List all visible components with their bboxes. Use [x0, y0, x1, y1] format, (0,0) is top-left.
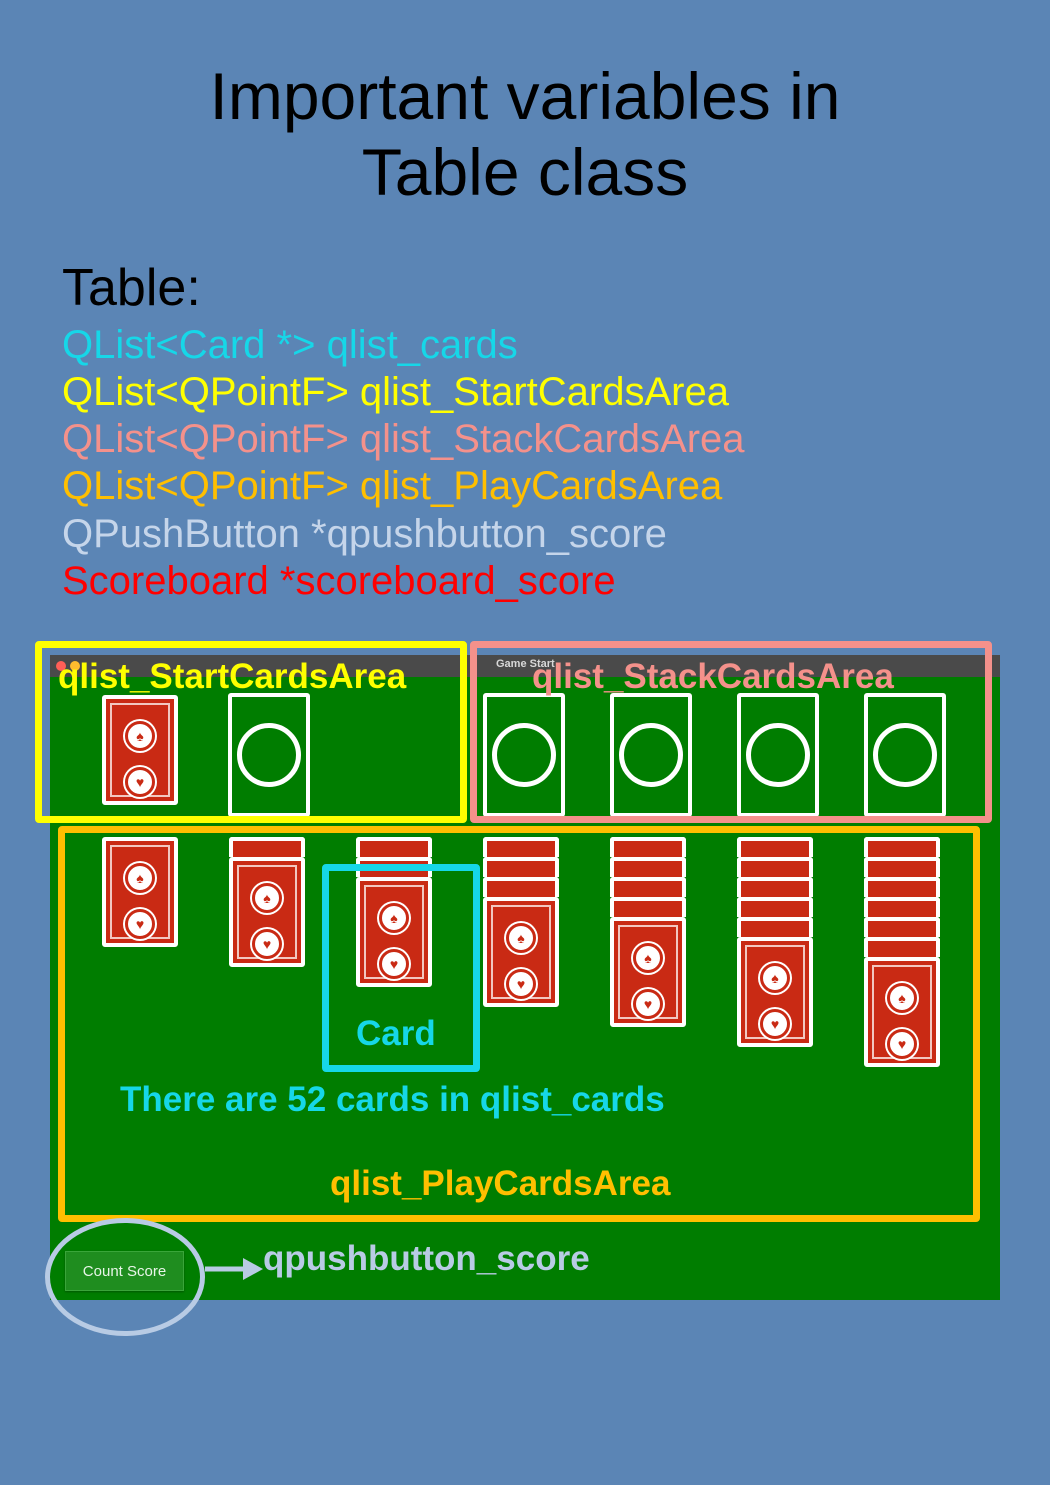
window-titlebar: Game Start — [50, 655, 1000, 677]
empty-slot-ring-icon — [237, 723, 301, 787]
waste-slot[interactable] — [228, 693, 310, 817]
spade-emblem-icon: ♠ — [506, 923, 536, 953]
hidden-card — [864, 897, 940, 917]
spade-emblem-icon: ♠ — [633, 943, 663, 973]
tableau-card[interactable]: ♠♥ — [610, 917, 686, 1027]
foundation-slot-1[interactable] — [483, 693, 565, 817]
hidden-card — [610, 877, 686, 897]
hidden-card — [864, 857, 940, 877]
hidden-card — [864, 877, 940, 897]
heart-emblem-icon: ♥ — [252, 929, 282, 959]
foundation-slot-3[interactable] — [737, 693, 819, 817]
tableau-card[interactable]: ♠♥ — [229, 857, 305, 967]
foundation-slot-2[interactable] — [610, 693, 692, 817]
empty-slot-ring-icon — [619, 723, 683, 787]
hidden-card — [737, 877, 813, 897]
hidden-card — [483, 857, 559, 877]
heart-emblem-icon: ♥ — [379, 949, 409, 979]
spade-emblem-icon: ♠ — [125, 863, 155, 893]
card-highlight — [322, 864, 480, 1072]
title-line-2: Table class — [361, 135, 689, 209]
variable-line: QList<Card *> qlist_cards — [62, 323, 518, 367]
hidden-card — [864, 917, 940, 937]
heart-emblem-icon: ♥ — [633, 989, 663, 1019]
stack-area-highlight — [470, 641, 992, 823]
spade-emblem-icon: ♠ — [125, 721, 155, 751]
foundation-slot-4[interactable] — [864, 693, 946, 817]
start-area-label: qlist_StartCardsArea — [58, 657, 407, 696]
empty-slot-ring-icon — [746, 723, 810, 787]
cards-note: There are 52 cards in qlist_cards — [120, 1080, 665, 1119]
tableau-card[interactable]: ♠♥ — [483, 897, 559, 1007]
hidden-card — [483, 877, 559, 897]
heart-emblem-icon: ♥ — [887, 1029, 917, 1059]
stack-area-label: qlist_StackCardsArea — [532, 657, 894, 696]
window-title: Game Start — [496, 658, 555, 670]
button-highlight-ellipse — [45, 1218, 205, 1336]
hidden-card — [229, 837, 305, 857]
spade-emblem-icon: ♠ — [887, 983, 917, 1013]
variable-line: QList<QPointF> qlist_StackCardsArea — [62, 417, 745, 461]
spade-emblem-icon: ♠ — [252, 883, 282, 913]
page-title: Important variables in Table class — [0, 58, 1050, 210]
minimize-light-icon[interactable] — [70, 661, 80, 671]
heart-emblem-icon: ♥ — [125, 767, 155, 797]
spade-emblem-icon: ♠ — [379, 903, 409, 933]
spade-emblem-icon: ♠ — [760, 963, 790, 993]
close-light-icon[interactable] — [56, 661, 66, 671]
hidden-card — [610, 897, 686, 917]
variable-line: Scoreboard *scoreboard_score — [62, 559, 616, 603]
hidden-card — [483, 837, 559, 857]
start-area-highlight — [35, 641, 467, 823]
game-window: Game Start ♠ ♥ ♠♥♠♥♠♥♠♥♠♥♠♥♠♥ — [50, 655, 1000, 1300]
title-line-1: Important variables in — [209, 59, 841, 133]
variable-line: QList<QPointF> qlist_PlayCardsArea — [62, 464, 723, 508]
tableau-card[interactable]: ♠♥ — [102, 837, 178, 947]
hidden-card — [737, 917, 813, 937]
hidden-card — [610, 837, 686, 857]
card-label: Card — [356, 1014, 436, 1053]
empty-slot-ring-icon — [873, 723, 937, 787]
heart-emblem-icon: ♥ — [506, 969, 536, 999]
hidden-card — [610, 857, 686, 877]
arrow-right-icon — [205, 1258, 263, 1280]
table-heading: Table: — [62, 259, 201, 317]
button-pointer-label: qpushbutton_score — [263, 1239, 590, 1278]
variable-line: QList<QPointF> qlist_StartCardsArea — [62, 370, 729, 414]
stock-card[interactable]: ♠ ♥ — [102, 695, 178, 805]
tableau-card[interactable]: ♠♥ — [356, 877, 432, 987]
tableau-card[interactable]: ♠♥ — [864, 957, 940, 1067]
hidden-card — [737, 837, 813, 857]
hidden-card — [737, 897, 813, 917]
hidden-card — [864, 837, 940, 857]
play-area-label: qlist_PlayCardsArea — [330, 1164, 671, 1203]
heart-emblem-icon: ♥ — [760, 1009, 790, 1039]
variable-line: QPushButton *qpushbutton_score — [62, 512, 667, 556]
tableau-card[interactable]: ♠♥ — [737, 937, 813, 1047]
play-area-highlight — [58, 826, 980, 1222]
heart-emblem-icon: ♥ — [125, 909, 155, 939]
empty-slot-ring-icon — [492, 723, 556, 787]
hidden-card — [356, 837, 432, 857]
hidden-card — [737, 857, 813, 877]
hidden-card — [864, 937, 940, 957]
